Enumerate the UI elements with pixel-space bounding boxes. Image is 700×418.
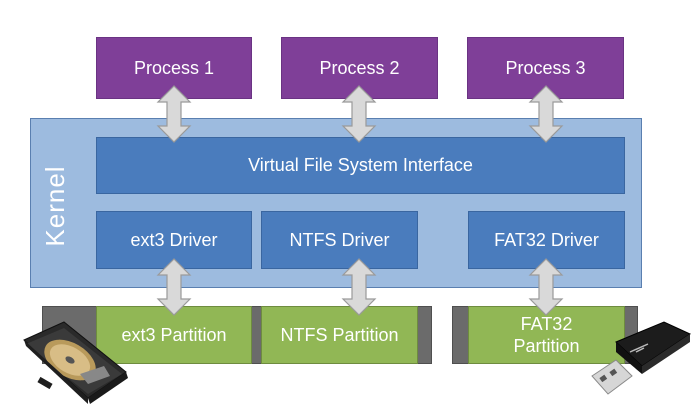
process-3-label: Process 3 (505, 57, 586, 78)
ntfs-driver-label: NTFS Driver (289, 229, 390, 250)
ntfs-partition-box: NTFS Partition (261, 306, 418, 364)
process-2-box: Process 2 (281, 37, 438, 99)
process-1-box: Process 1 (96, 37, 252, 99)
fat32-driver-label: FAT32 Driver (494, 229, 599, 250)
fat32-partition-label: FAT32 Partition (513, 314, 580, 356)
ntfs-partition-label: NTFS Partition (280, 324, 399, 345)
vfs-interface-box: Virtual File System Interface (96, 137, 625, 194)
ext3-driver-box: ext3 Driver (96, 211, 252, 269)
fat32-partition-box: FAT32 Partition (468, 306, 625, 364)
process-2-label: Process 2 (319, 57, 400, 78)
vfs-interface-label: Virtual File System Interface (248, 155, 473, 175)
ext3-partition-box: ext3 Partition (96, 306, 252, 364)
process-1-label: Process 1 (133, 57, 215, 78)
process-3-box: Process 3 (467, 37, 624, 99)
ext3-partition-label: ext3 Partition (121, 324, 227, 345)
kernel-label: Kernel (39, 165, 70, 247)
fat32-driver-box: FAT32 Driver (468, 211, 625, 269)
ext3-driver-label: ext3 Driver (130, 229, 218, 250)
ntfs-driver-box: NTFS Driver (261, 211, 418, 269)
